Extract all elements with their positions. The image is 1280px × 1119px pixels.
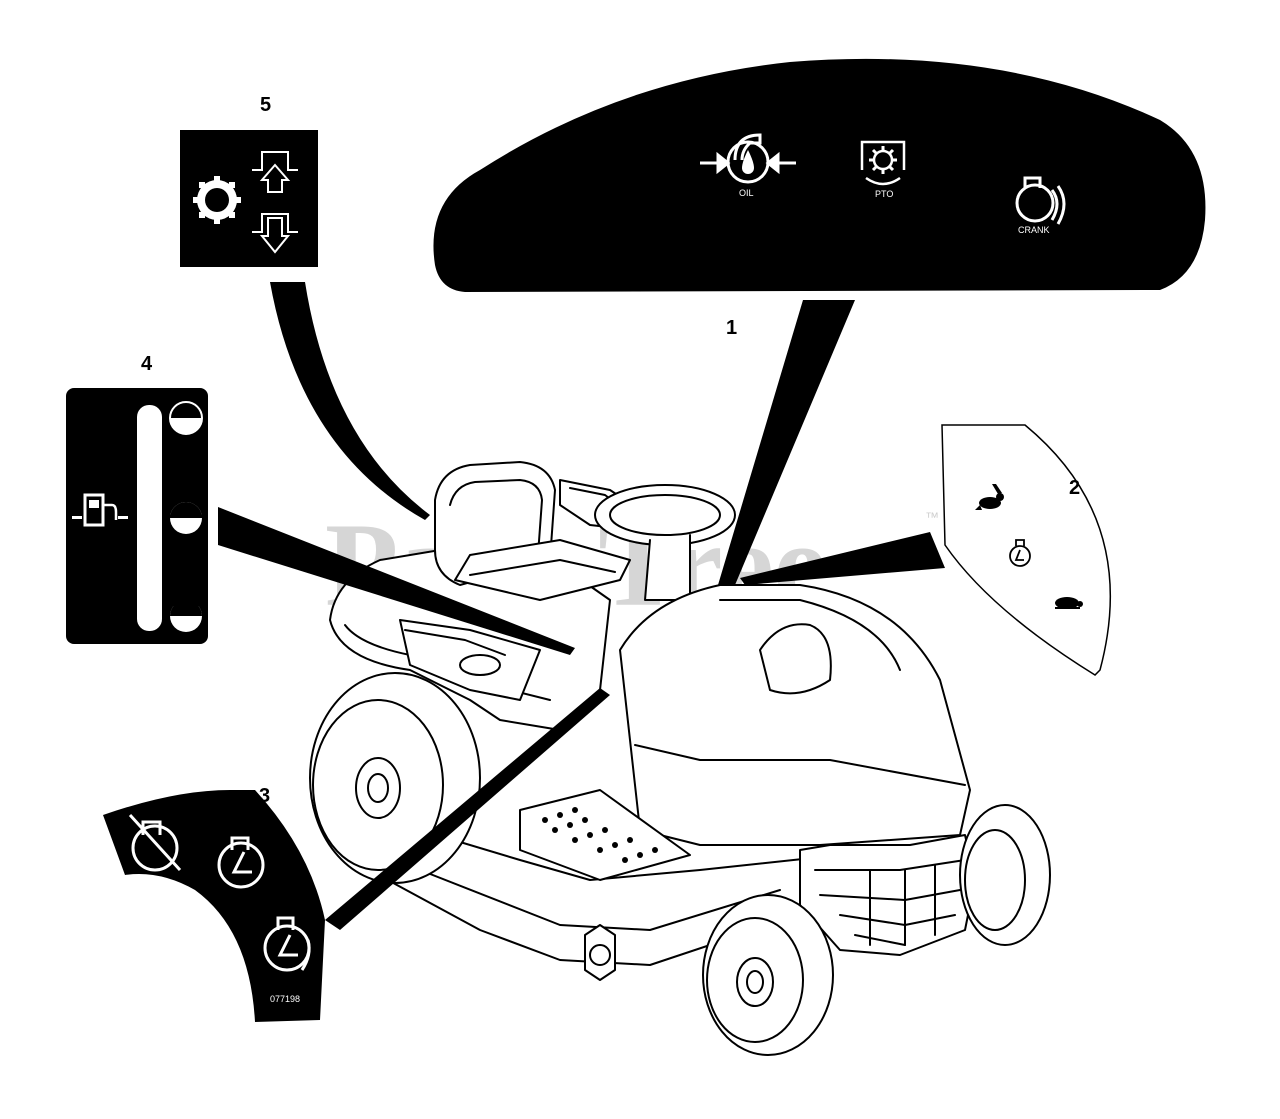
steering-wheel: [594, 484, 736, 601]
decal-5-lift: [180, 130, 318, 267]
leader-2: [740, 532, 945, 585]
grille: [799, 834, 976, 956]
callout-5: 5: [260, 94, 271, 116]
leader-5: [270, 282, 430, 520]
turtle-slow-icon: [1055, 597, 1083, 609]
callout-3: 3: [259, 785, 270, 807]
lift-up-icon: [252, 151, 298, 193]
decal-1-shape: [433, 58, 1206, 292]
front-right-wheel: [959, 804, 1051, 946]
oil-pressure-icon: [700, 133, 796, 184]
decal-1-dash: OIL PTO CRANK: [433, 58, 1206, 292]
decal-2-throttle: [941, 424, 1111, 676]
rear-wheel: [309, 672, 481, 884]
pto-icon: [860, 140, 906, 186]
engine-off-icon: [128, 813, 182, 872]
leader-lines: [218, 282, 945, 930]
hood: [619, 584, 971, 846]
rabbit-fast-icon: [975, 484, 1004, 510]
choke-engine-icon: [1009, 539, 1031, 567]
lower-down-icon: [252, 213, 298, 254]
callout-4: 4: [141, 353, 153, 375]
fuel-pump-icon: [72, 493, 128, 527]
fuel-half-icon: [170, 502, 202, 534]
seat: [434, 461, 631, 601]
callout-1: 1: [726, 317, 737, 339]
decal-4-fuel: [66, 388, 208, 644]
front-left-wheel: [702, 894, 834, 1056]
tractor-drawing: [309, 461, 1051, 1056]
leader-4: [218, 507, 575, 655]
decal-3-shape: [103, 790, 325, 1022]
gear-icon: [193, 176, 241, 224]
callout-2: 2: [1069, 477, 1080, 499]
oil-label: OIL: [739, 188, 754, 198]
crank-label: CRANK: [1018, 225, 1050, 235]
decal-2-shape: [941, 424, 1111, 676]
fuel-slot: [137, 405, 162, 631]
leader-3: [325, 688, 610, 930]
decal-3-part-number: 077198: [270, 994, 300, 1004]
watermark-trademark: ™: [925, 509, 939, 525]
decal-3-ignition: 077198: [103, 790, 325, 1022]
engine-start-icon: [263, 916, 311, 972]
crank-engine-icon: [1015, 176, 1066, 225]
fuel-full-icon: [169, 401, 203, 435]
leader-1: [718, 300, 855, 585]
engine-run-icon: [217, 836, 265, 889]
pto-label: PTO: [875, 189, 893, 199]
fuel-empty-icon: [170, 597, 202, 632]
